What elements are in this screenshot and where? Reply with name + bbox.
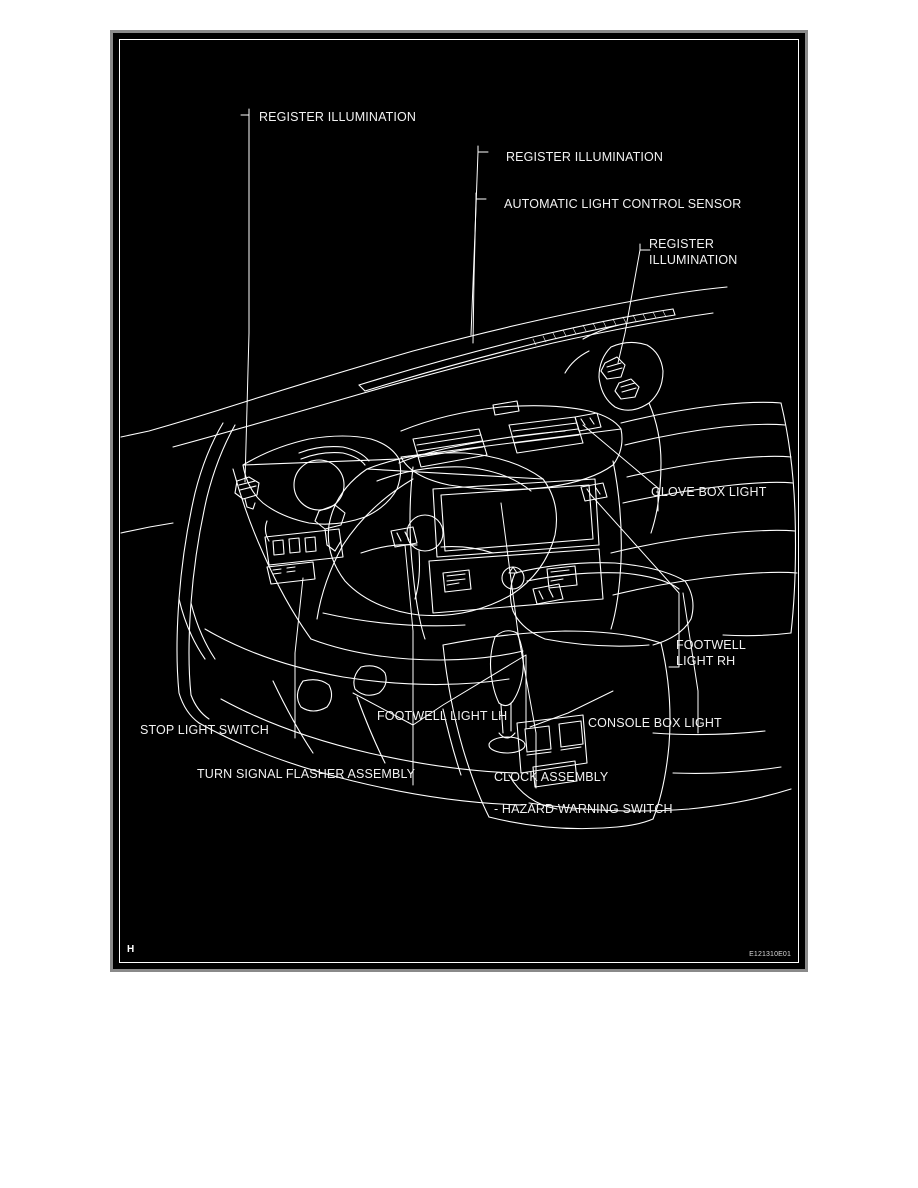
center-stack — [400, 400, 623, 640]
callout-turn-signal-flasher-assembly: TURN SIGNAL FLASHER ASSEMBLY — [197, 767, 416, 781]
floor-and-footwell — [198, 665, 792, 812]
register-driver — [234, 476, 260, 510]
figure-code: E121310E01 — [749, 951, 791, 958]
instrument-cluster — [242, 435, 402, 542]
callout-automatic-light-control-sensor: AUTOMATIC LIGHT CONTROL SENSOR — [504, 197, 742, 211]
callout-console-box-light: CONSOLE BOX LIGHT — [588, 716, 722, 730]
dash-fascia — [204, 430, 566, 686]
shift-lever — [488, 630, 526, 754]
passenger-dash — [564, 324, 798, 637]
turn-signal-lever — [314, 504, 346, 552]
callout-clock-assembly: CLOCK ASSEMBLY — [494, 770, 609, 784]
callout-glove-box-light: GLOVE BOX LIGHT — [651, 485, 767, 499]
sheet-letter: H — [127, 944, 135, 955]
steering-wheel — [327, 452, 558, 617]
driver-switch-panel — [264, 528, 344, 585]
dash-marker-clock — [390, 526, 418, 548]
dashboard-line-art — [113, 33, 811, 975]
door-trim-left — [120, 522, 216, 660]
center-console — [442, 562, 694, 830]
callout-hazard-warning-switch: - HAZARD WARNING SWITCH — [494, 802, 673, 816]
callout-stop-light-switch: STOP LIGHT SWITCH — [140, 723, 269, 737]
callout-footwell-light-rh: FOOTWELL LIGHT RH — [676, 638, 746, 668]
callout-footwell-light-lh: FOOTWELL LIGHT LH — [377, 709, 508, 723]
callout-register-illumination-driver: REGISTER ILLUMINATION — [259, 110, 417, 124]
a-pillar-left — [176, 422, 236, 724]
callout-register-illumination-passenger: REGISTER ILLUMINATION — [649, 237, 738, 267]
service-diagram-panel: REGISTER ILLUMINATION REGISTER ILLUMINATI… — [110, 30, 808, 972]
windshield-and-upper-dash — [120, 286, 728, 448]
callout-register-illumination-center: REGISTER ILLUMINATION — [506, 150, 664, 164]
